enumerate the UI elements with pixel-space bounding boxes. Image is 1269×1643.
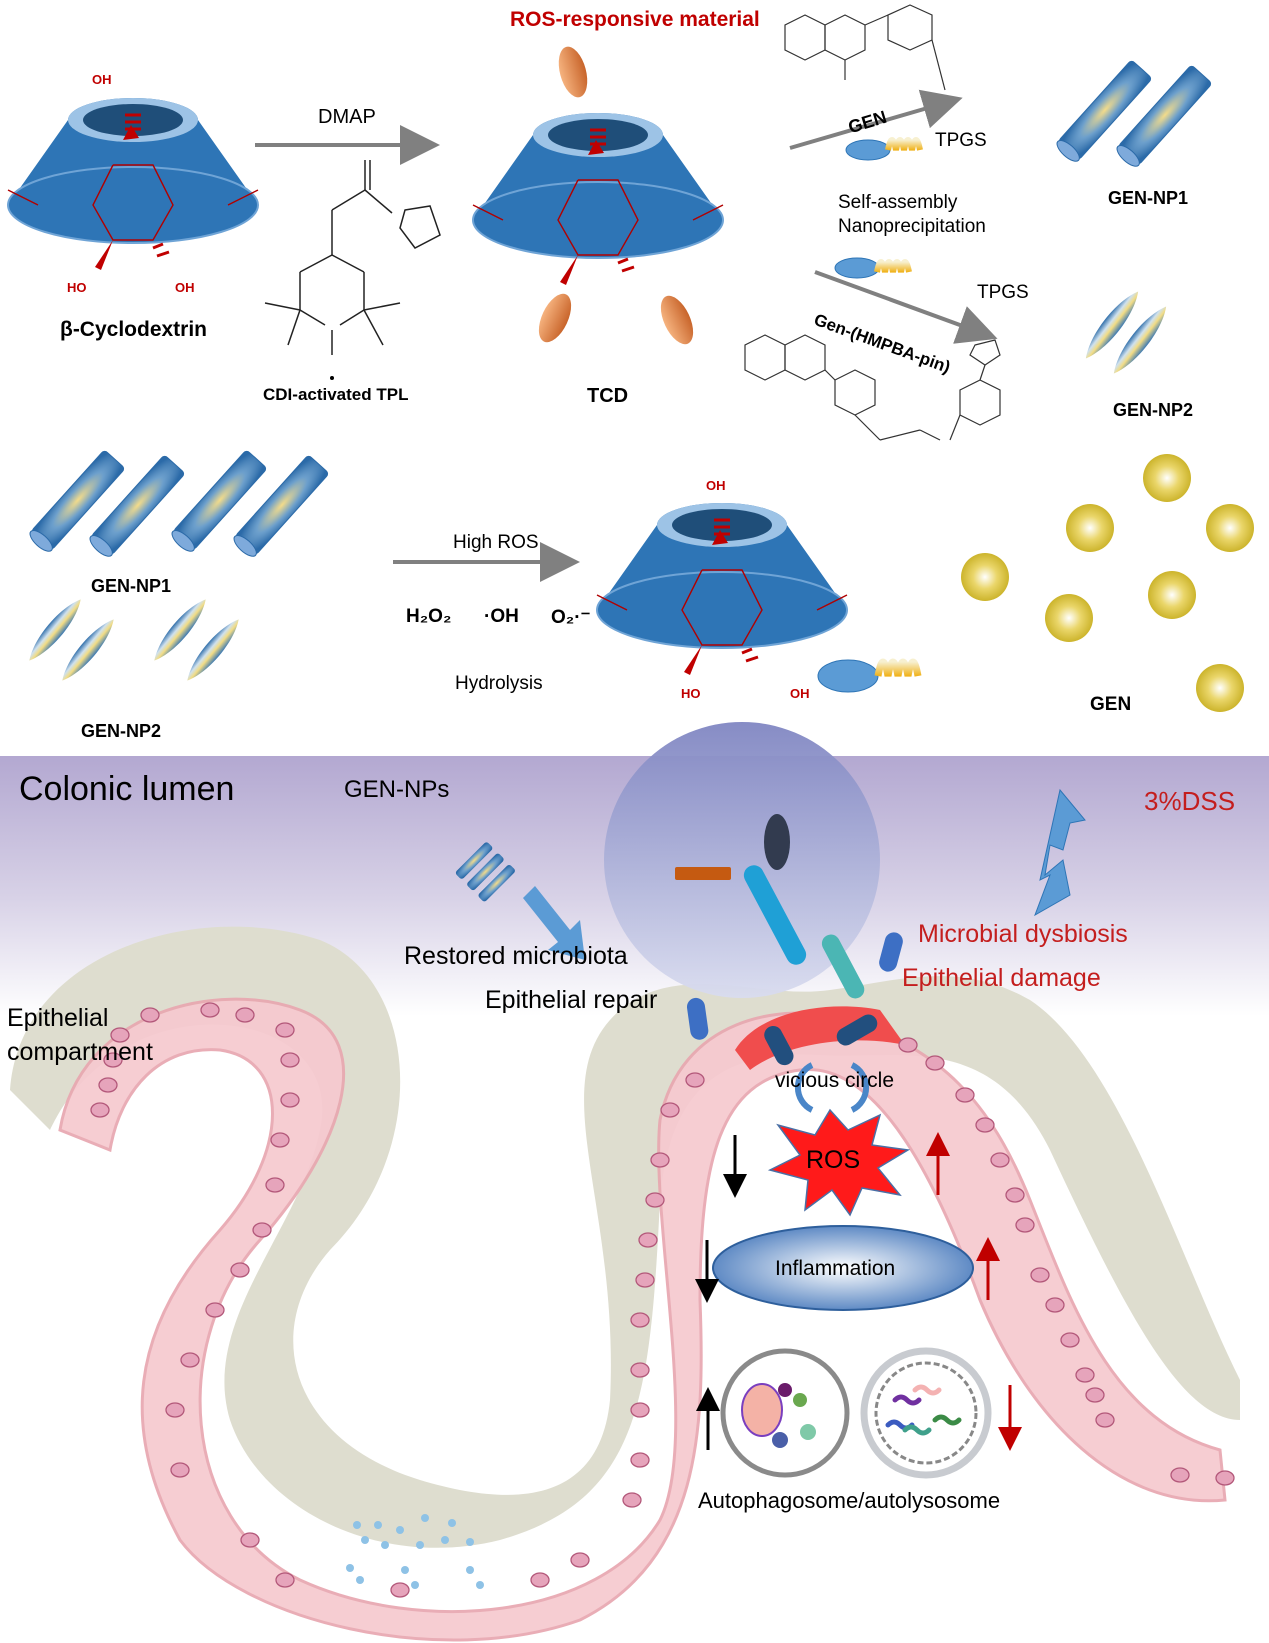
- autophagosome-label: Autophagosome/autolysosome: [698, 1488, 1001, 1513]
- dmap-label: DMAP: [318, 106, 376, 128]
- autophagosome-icon: [720, 1348, 850, 1478]
- vicious-circle-arrows: [794, 1062, 870, 1113]
- gen-np2-spindles-middle: [22, 593, 246, 687]
- oh-label-top: OH: [92, 72, 112, 87]
- gen-np1-label-middle: GEN-NP1: [91, 576, 172, 596]
- gen-nps-label: GEN-NPs: [344, 776, 450, 803]
- gen-spheres: [961, 454, 1254, 712]
- tpgs-label-2: TPGS: [977, 282, 1029, 303]
- gen-nps-icon: [455, 842, 515, 902]
- tcd-cone: [472, 112, 724, 285]
- species-superoxide: O₂·⁻: [551, 607, 591, 628]
- degraded-oh-top: OH: [706, 478, 726, 493]
- tpl-attachment-icons: [538, 46, 694, 345]
- gen-np1-rods-top: [1053, 59, 1213, 171]
- microbial-dysbiosis-label: Microbial dysbiosis: [918, 920, 1128, 948]
- gen-arrow: [789, 89, 963, 150]
- ros-burst-icon: [767, 1108, 911, 1217]
- hydrolysis-label: Hydrolysis: [455, 673, 543, 694]
- degraded-ho-bottom-left: HO: [681, 686, 701, 701]
- epithelium-layer: [58, 997, 1227, 1642]
- beta-cyclodextrin-label: β-Cyclodextrin: [60, 318, 208, 341]
- tcd-label: TCD: [587, 385, 629, 407]
- inflammation-label: Inflammation: [775, 1257, 896, 1280]
- gen-np1-rods-middle: [26, 449, 330, 561]
- gen-np1-label-top: GEN-NP1: [1108, 188, 1189, 208]
- tpgs-label-1: TPGS: [935, 130, 987, 151]
- ros-label: ROS: [806, 1146, 861, 1174]
- tpgs-icon-3: [817, 658, 922, 693]
- oh-label-bottom-right: OH: [175, 280, 195, 295]
- ho-label-bottom-left: HO: [67, 280, 87, 295]
- gen-hmpba-molecule: [744, 334, 1001, 441]
- nanoprecipitation-label: Nanoprecipitation: [838, 216, 986, 237]
- epithelial-compartment-label-2: compartment: [7, 1038, 153, 1066]
- autolysosome-icon: [860, 1347, 992, 1479]
- mucin-granules: [346, 1514, 484, 1589]
- vicious-circle-label: vicious circle: [775, 1069, 895, 1092]
- species-h2o2: H₂O₂: [406, 606, 452, 627]
- species-oh-radical: ·OH: [484, 606, 519, 627]
- microbiota-bubble: [604, 722, 880, 998]
- ros-responsive-material-title: ROS-responsive material: [510, 8, 760, 31]
- degraded-cyclodextrin: [596, 502, 848, 675]
- colonic-lumen-label: Colonic lumen: [19, 770, 235, 808]
- gen-np2-label-top: GEN-NP2: [1113, 400, 1194, 420]
- gen-nps-blue-arrow: [523, 886, 585, 960]
- epithelial-repair-label: Epithelial repair: [485, 986, 658, 1014]
- self-assembly-label: Self-assembly: [838, 192, 958, 213]
- gen-np2-spindles-top: [1078, 286, 1174, 379]
- dss-lightning-icon: [1034, 788, 1086, 917]
- gen-molecule: [784, 4, 946, 91]
- cdi-tpl-molecule: [264, 160, 441, 355]
- restored-microbiota-label: Restored microbiota: [404, 942, 628, 970]
- epithelial-compartment-label-1: Epithelial: [7, 1004, 109, 1032]
- beta-cyclodextrin-cone: [7, 97, 259, 270]
- tpgs-icon-2: [834, 257, 912, 279]
- degraded-oh-bottom-right: OH: [790, 686, 810, 701]
- cdi-tpl-label: CDI-activated TPL: [263, 385, 409, 404]
- bacteria-icons: [675, 814, 903, 1066]
- gen-hmpba-arrow: [814, 270, 998, 344]
- gen-np2-label-middle: GEN-NP2: [81, 721, 162, 741]
- gen-label: GEN: [1090, 694, 1132, 715]
- tpgs-icon-1: [845, 137, 923, 161]
- high-ros-label: High ROS: [453, 532, 539, 553]
- epithelial-damage-label: Epithelial damage: [902, 964, 1101, 992]
- inflammation-ellipse: [712, 1225, 974, 1311]
- dss-label: 3%DSS: [1144, 786, 1236, 816]
